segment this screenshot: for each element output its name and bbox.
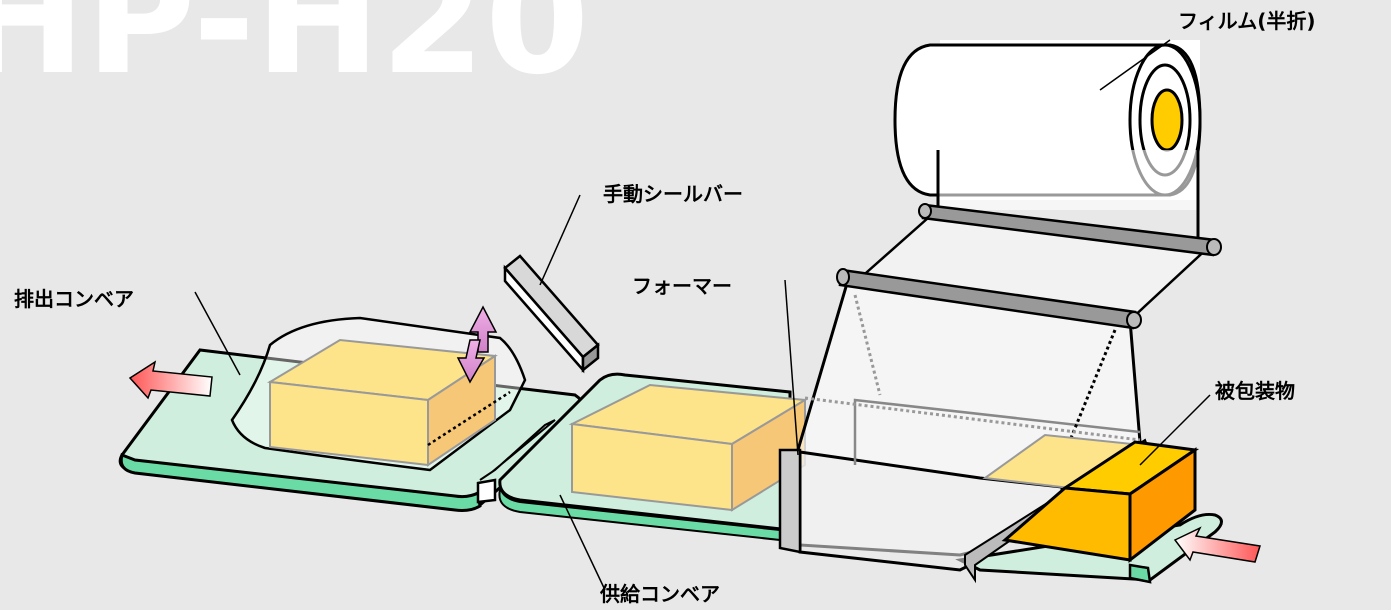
- conveyor-joint-bar: [476, 419, 556, 504]
- guide-roller-upper: [918, 203, 1222, 257]
- product-box-right: [1001, 440, 1200, 564]
- leader-lines: [194, 39, 1211, 591]
- watermark-model: HP-H20: [0, 0, 589, 108]
- label-former: フォーマー: [632, 274, 732, 298]
- seal-motion-arrow: [456, 305, 498, 384]
- infeed-arrow: [1173, 526, 1261, 563]
- label-film: フィルム(半折): [1178, 9, 1316, 33]
- label-wrapped-item: 被包装物: [1215, 379, 1295, 403]
- manual-seal-bar: [503, 254, 600, 374]
- label-supply-conveyor: 供給コンベア: [600, 582, 720, 606]
- discharge-arrow: [128, 360, 213, 400]
- guide-roller-lower: [836, 268, 1142, 330]
- label-manual-seal-bar: 手動シールバー: [603, 182, 743, 206]
- product-box-middle: [568, 383, 809, 512]
- label-discharge-conveyor: 排出コンベア: [14, 287, 134, 311]
